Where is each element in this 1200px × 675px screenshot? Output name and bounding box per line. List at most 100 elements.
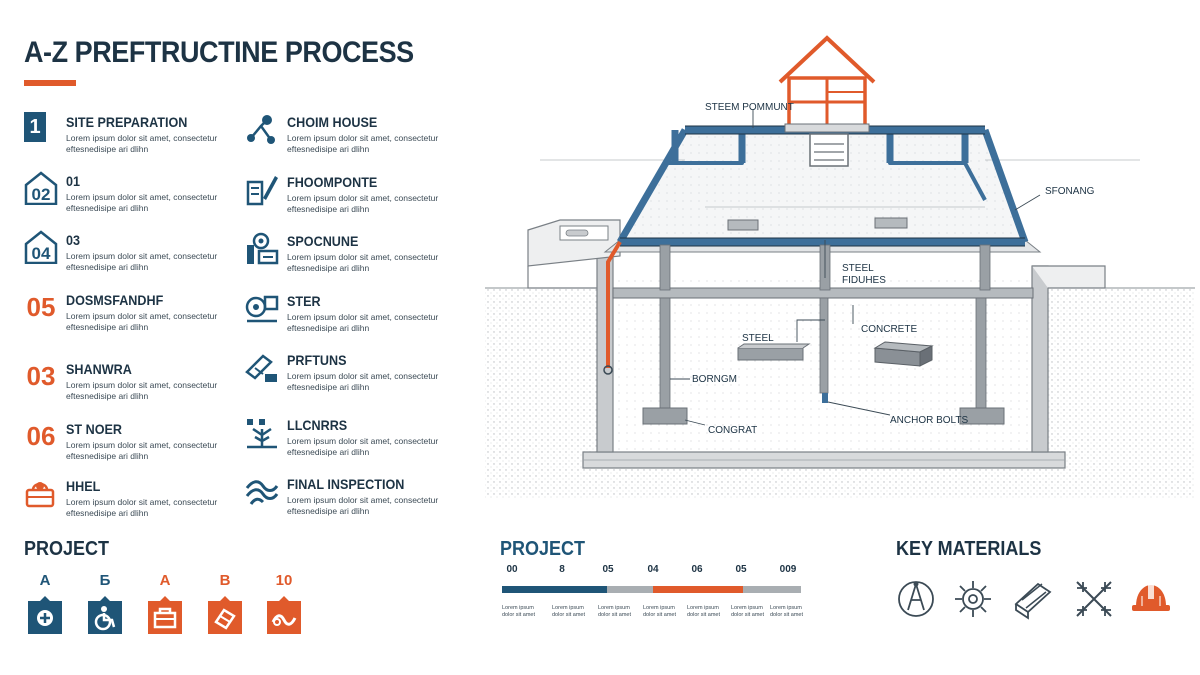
diagram-label-anchor: ANCHOR BOLTS — [890, 415, 968, 426]
structure-diagram: STEEM POMMUNT SFONANG STEEL FIDUHES CONC… — [485, 35, 1195, 498]
timeline-title: PROJECT — [500, 538, 586, 560]
step-badge: 03 — [26, 360, 56, 391]
gear-icon[interactable] — [952, 578, 994, 620]
timeline-note: Lorem ipsum dolor sit amet — [552, 605, 586, 618]
project-title: PROJECT — [24, 538, 110, 560]
step-desc: Lorem ipsum dolor sit amet, consectetur … — [66, 251, 218, 272]
step-desc: Lorem ipsum dolor sit amet, consectetur … — [287, 371, 439, 392]
step-right-3: SPOCNUNE Lorem ipsum dolor sit amet, con… — [245, 231, 455, 275]
toolbox-icon — [25, 482, 55, 508]
shield-icon — [28, 596, 62, 634]
diagram-label-concrete: CONCRETE — [861, 324, 917, 335]
diagram-label-steel-fidunes-1: STEEL — [842, 263, 874, 274]
step-name: 03 — [66, 232, 81, 248]
project-tag-a-orange[interactable]: A — [145, 572, 185, 634]
timeline-label: 04 — [647, 564, 659, 575]
toolbox-icon — [148, 596, 182, 634]
timeline-note: Lorem ipsum dolor sit amet — [643, 605, 677, 618]
step-left-4: 05 DOSMSFANDHF Lorem ipsum dolor sit ame… — [24, 290, 234, 334]
step-name: FINAL INSPECTION — [287, 476, 405, 492]
steel-beam-icon[interactable] — [1012, 578, 1054, 620]
timeline-note: Lorem ipsum dolor sit amet — [598, 605, 632, 618]
timeline-label: 05 — [735, 564, 747, 575]
timeline-label: 8 — [559, 564, 565, 575]
steel-beam — [737, 343, 811, 361]
diagram-label-steel: STEEL — [742, 333, 774, 344]
drain-pipe — [603, 240, 622, 375]
diagram-label-top: STEEM POMMUNT — [705, 102, 794, 113]
house-outline-icon: 02 — [24, 171, 58, 205]
step-desc: Lorem ipsum dolor sit amet, consectetur … — [66, 133, 218, 154]
timeline-bar-orange — [653, 586, 743, 593]
callout-lines — [670, 110, 1041, 426]
step-name: DOSMSFANDHF — [66, 292, 164, 308]
plant-icon — [247, 419, 277, 449]
link-icon — [267, 596, 301, 634]
step-desc: Lorem ipsum dolor sit amet, consectetur … — [66, 497, 218, 518]
key-materials-title: KEY MATERIALS — [896, 538, 1042, 560]
step-left-6: 06 ST NOER Lorem ipsum dolor sit amet, c… — [24, 419, 234, 463]
timeline-note: Lorem ipsum dolor sit amet — [731, 605, 765, 618]
step-desc: Lorem ipsum dolor sit amet, consectetur … — [287, 252, 439, 273]
timeline-note: Lorem ipsum dolor sit amet — [687, 605, 721, 618]
step-name: FHOOMPONTE — [287, 174, 378, 190]
step-desc: Lorem ipsum dolor sit amet, consectetur … — [287, 193, 439, 214]
step-name: CHOIM HOUSE — [287, 114, 378, 130]
wheelchair-icon — [88, 596, 122, 634]
tag-letter: A — [39, 572, 51, 589]
step-desc: Lorem ipsum dolor sit amet, consectetur … — [66, 311, 218, 332]
timeline-label: 00 — [506, 564, 518, 575]
upper-walls — [540, 129, 1140, 241]
step-name: STER — [287, 293, 321, 309]
page-title: A-Z PREFTRUCTINE PROCESS — [24, 36, 414, 69]
step-desc: Lorem ipsum dolor sit amet, consectetur … — [287, 495, 439, 516]
step-desc: Lorem ipsum dolor sit amet, consectetur … — [66, 380, 218, 401]
step-left-3: 04 03 Lorem ipsum dolor sit amet, consec… — [24, 230, 234, 274]
tag-letter: B — [219, 572, 231, 589]
diagram-label-congrat: CONGRAT — [708, 425, 757, 436]
pencil-icon — [246, 176, 278, 206]
hard-hat-icon[interactable] — [1130, 578, 1172, 620]
connect-icon — [247, 115, 275, 144]
step-left-2: 02 01 Lorem ipsum dolor sit amet, consec… — [24, 171, 234, 215]
step-desc: Lorem ipsum dolor sit amet, consectetur … — [66, 192, 218, 213]
compass-icon[interactable] — [895, 578, 937, 620]
steel-frame — [616, 126, 1029, 246]
diagram-label-right: SFONANG — [1045, 186, 1095, 197]
step-right-2: FHOOMPONTE Lorem ipsum dolor sit amet, c… — [245, 172, 455, 216]
tag-letter: 10 — [275, 572, 293, 589]
project-tag-10[interactable]: 10 — [264, 572, 304, 634]
rebar-icon[interactable] — [1073, 578, 1115, 620]
step-right-4: STER Lorem ipsum dolor sit amet, consect… — [245, 291, 455, 335]
step-desc: Lorem ipsum dolor sit amet, consectetur … — [66, 440, 218, 461]
diagram-label-steel-fidunes-2: FIDUHES — [842, 275, 886, 286]
tag-letter: A — [159, 572, 171, 589]
step-badge: 1 — [24, 112, 46, 142]
project-tag-a[interactable]: A — [25, 572, 65, 634]
project-tag-b-cyr[interactable]: Б — [85, 572, 125, 634]
timeline-label: 05 — [602, 564, 614, 575]
tag-letter: Б — [99, 572, 111, 589]
step-badge: 06 — [26, 420, 56, 451]
foundation-pit — [527, 219, 1106, 469]
step-name: LLCNRRS — [287, 417, 348, 433]
step-name: PRFTUNS — [287, 352, 347, 368]
step-right-1: CHOIM HOUSE Lorem ipsum dolor sit amet, … — [245, 112, 455, 156]
step-right-6: LLCNRRS Lorem ipsum dolor sit amet, cons… — [245, 415, 455, 459]
gauge-icon — [247, 232, 279, 265]
timeline-note: Lorem ipsum dolor sit amet — [502, 605, 536, 618]
timeline-label: 06 — [691, 564, 703, 575]
step-name: ST NOER — [66, 421, 123, 437]
timeline-label: 009 — [779, 564, 797, 575]
step-badge: 02 — [32, 185, 51, 204]
title-underline — [24, 80, 76, 86]
timeline-bar-gray-end — [743, 586, 801, 593]
timeline-bar-navy — [502, 586, 607, 593]
project-tag-b-orange[interactable]: B — [205, 572, 245, 634]
tape-icon — [245, 295, 279, 323]
step-name: 01 — [66, 173, 81, 189]
step-desc: Lorem ipsum dolor sit amet, consectetur … — [287, 312, 439, 333]
diagram-label-bornom: BORNGM — [692, 374, 737, 385]
house-outline-icon: 04 — [24, 230, 58, 264]
step-name: HHEL — [66, 478, 101, 494]
